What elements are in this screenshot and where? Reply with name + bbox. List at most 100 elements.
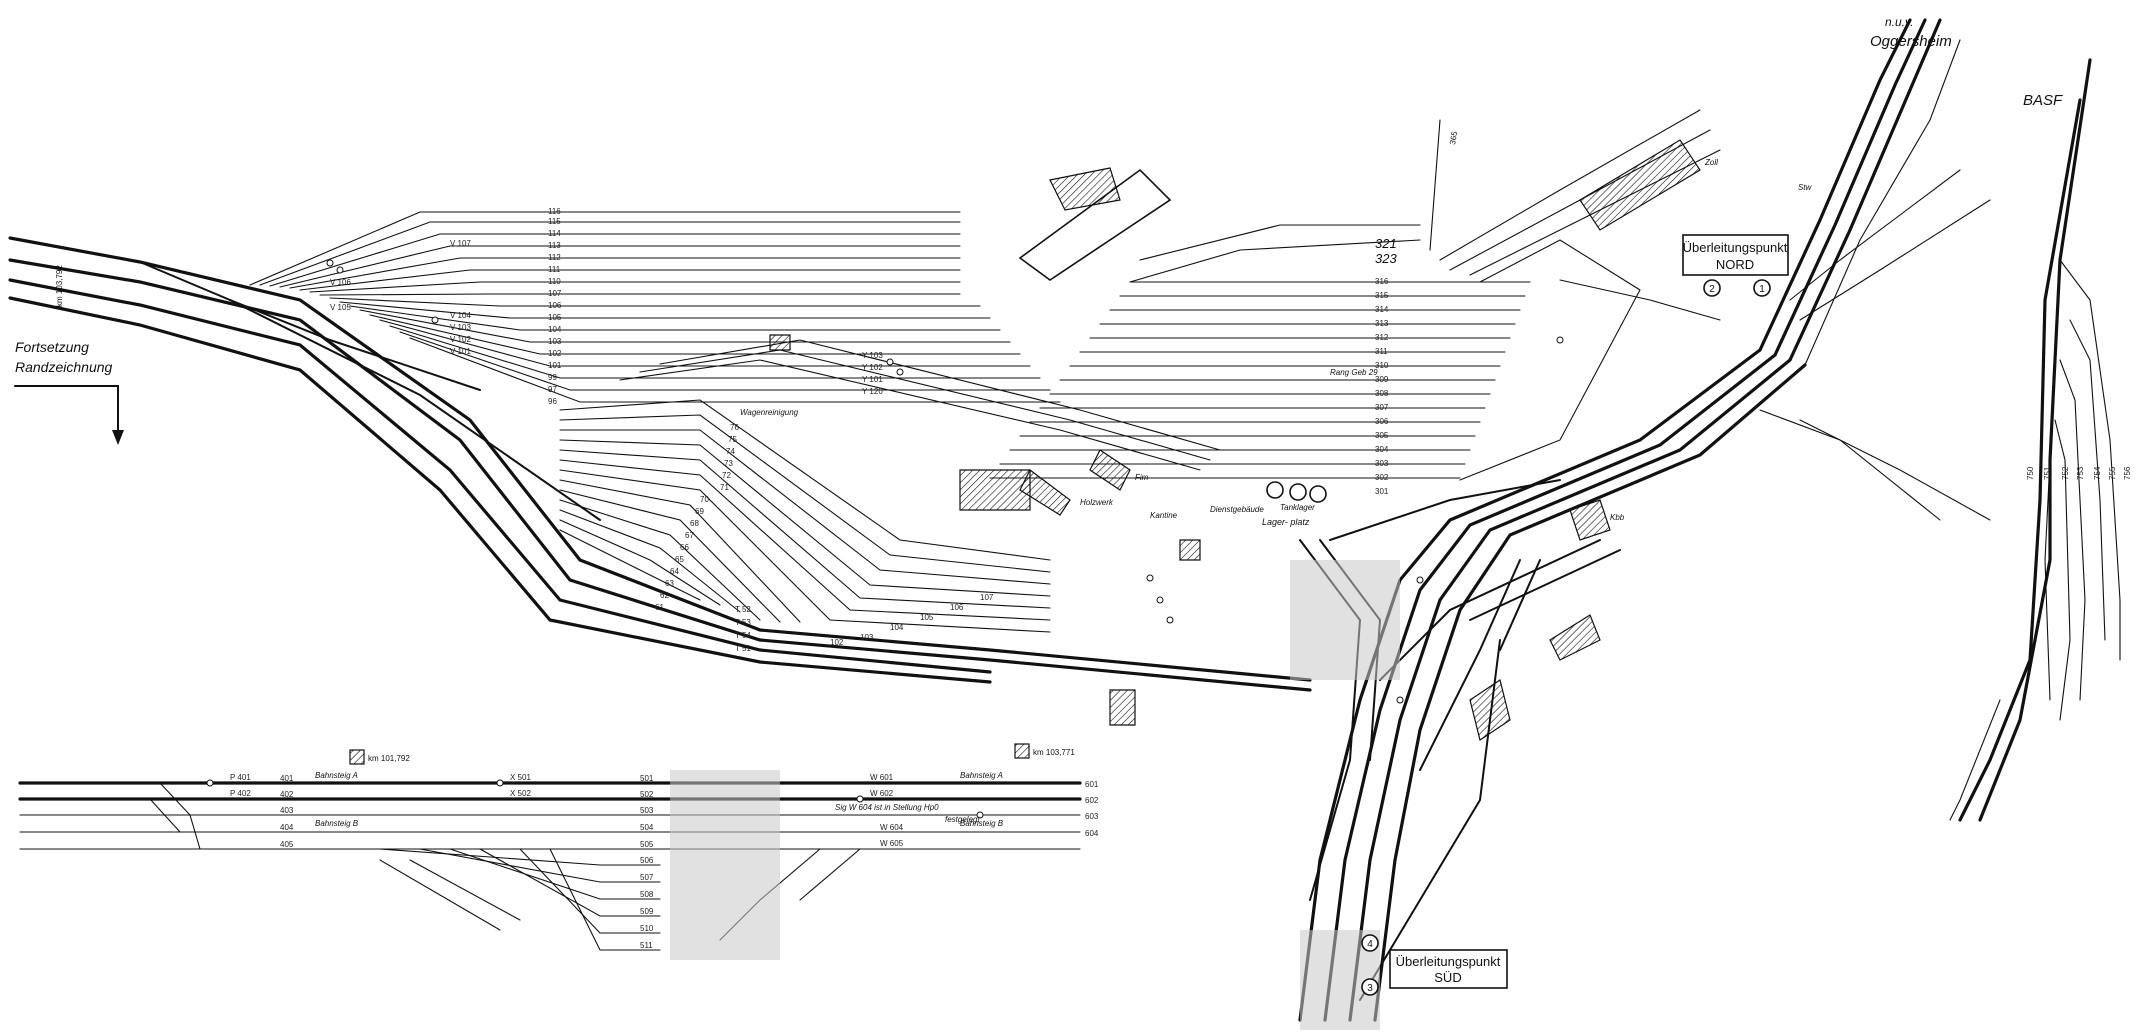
throat-shading <box>1290 560 1400 680</box>
bahnsteig-b-right: Bahnsteig B <box>960 819 1004 828</box>
tank-3 <box>1309 485 1327 503</box>
track-number: 507 <box>640 873 654 882</box>
track-number: 306 <box>1375 417 1389 426</box>
nord-line2: NORD <box>1716 257 1754 272</box>
track-number: 74 <box>726 447 735 456</box>
track-number: 756 <box>2123 466 2132 480</box>
track-number: 405 <box>280 840 294 849</box>
signal-marker <box>1166 616 1174 624</box>
track-number: 310 <box>1375 361 1389 370</box>
signal-marker <box>326 259 334 267</box>
signal-marker <box>886 358 894 366</box>
tanklager-label: Tanklager <box>1280 503 1315 512</box>
track-number: 313 <box>1375 319 1389 328</box>
left-main-lines <box>8 236 1312 692</box>
track-number: 111 <box>548 265 561 274</box>
track-number: 75 <box>728 435 737 444</box>
signal-marker <box>896 368 904 376</box>
sued-line2: SÜD <box>1434 970 1461 985</box>
main-line-label: 102 <box>830 638 844 647</box>
main-line-label: T 53 <box>735 618 751 627</box>
main-line-label: 105 <box>920 613 934 622</box>
track-number: 305 <box>1375 431 1389 440</box>
track-number: 754 <box>2093 466 2102 480</box>
festgelegt-label: festgelegt <box>945 815 980 824</box>
track-number: 304 <box>1375 445 1389 454</box>
bahnsteig-a-right: Bahnsteig A <box>960 771 1003 780</box>
track-number: 401 <box>280 774 294 783</box>
main-line-label: T 51 <box>735 644 751 653</box>
nord-line1: Überleitungspunkt <box>1683 240 1788 255</box>
track-number: 752 <box>2061 466 2070 480</box>
lager-platz-label: Lager- platz <box>1262 517 1310 527</box>
top-number-a: 321 <box>1375 236 1397 251</box>
signal-label: Y 101 <box>862 375 883 384</box>
kantine-label: Kantine <box>1150 511 1178 520</box>
building-fim <box>1089 449 1131 491</box>
track-number: 603 <box>1085 812 1099 821</box>
track-number: 505 <box>640 840 654 849</box>
track-number: 503 <box>640 806 654 815</box>
signal-marker <box>1156 596 1164 604</box>
right-yard-fan <box>989 224 1641 481</box>
signal-label: P 402 <box>230 789 251 798</box>
sued-circle-top-label: 4 <box>1367 939 1373 950</box>
signal-label: V 104 <box>450 311 471 320</box>
yard-track-numbers-center: 76 75 74 73 72 71 70 69 68 67 66 65 64 6… <box>655 423 739 612</box>
tank-circles <box>1266 481 1327 503</box>
track-number: 66 <box>680 543 689 552</box>
nord-circle-b <box>1753 279 1771 297</box>
track-number: 105 <box>548 313 562 322</box>
building-wagenreinigung <box>769 334 791 351</box>
track-number: 67 <box>685 531 694 540</box>
km-left-label: km 101,792 <box>368 754 410 763</box>
nord-circle-b-label: 1 <box>1759 284 1765 295</box>
yard-track-numbers-right: 316 315 314 313 312 311 310 309 308 307 … <box>1375 277 1389 496</box>
rang-gleis-label: Rang Geb 29 <box>1330 368 1378 377</box>
km-right-label: km 103,771 <box>1033 748 1075 757</box>
building-hatch-4 <box>959 469 1031 511</box>
track-number: 64 <box>670 567 679 576</box>
track-number: 72 <box>722 471 731 480</box>
track-number: 115 <box>548 217 561 226</box>
main-line-labels: T 52 T 53 T 54 T 51 102 103 104 105 106 … <box>735 593 994 653</box>
track-number: 116 <box>548 207 561 216</box>
tank-2 <box>1289 483 1307 501</box>
top-number-c: 365 <box>1448 130 1459 145</box>
overlap-shading <box>670 770 780 960</box>
main-line-label: T 52 <box>735 605 751 614</box>
station-track-numbers: 401 402 403 404 405 501 502 503 504 505 … <box>280 774 1099 950</box>
sued-circle-bottom-label: 3 <box>1367 983 1373 994</box>
fortsetzung-line2: Randzeichnung <box>15 359 113 375</box>
fortsetzung-line1: Fortsetzung <box>15 339 89 355</box>
track-number: 506 <box>640 856 654 865</box>
kbb-label: Kbb <box>1610 513 1625 522</box>
track-number: 61 <box>655 603 664 612</box>
tank-1 <box>1266 481 1284 499</box>
track-number: 73 <box>724 459 733 468</box>
signal-label: V 107 <box>450 239 471 248</box>
track-number: 107 <box>548 289 562 298</box>
km-marker-right-box <box>1014 743 1030 759</box>
signal-marker <box>336 266 344 274</box>
track-number: 96 <box>548 397 557 406</box>
basf-label: BASF <box>2023 92 2063 109</box>
track-number: 99 <box>548 373 557 382</box>
track-number: 311 <box>1375 347 1388 356</box>
track-number: 69 <box>695 507 704 516</box>
track-number: 753 <box>2076 466 2085 480</box>
track-number: 68 <box>690 519 699 528</box>
nuv-label: n.u.v. <box>1885 15 1913 29</box>
signal-label: P 401 <box>230 773 251 782</box>
building-6 <box>1019 469 1071 516</box>
track-number: 511 <box>640 941 653 950</box>
fim-label: Fim <box>1135 473 1149 482</box>
track-number: 502 <box>640 790 654 799</box>
yard-track-numbers-left: 116 115 114 113 112 111 110 107 106 105 … <box>548 207 562 406</box>
track-number: 314 <box>1375 305 1389 314</box>
building-hatch-5 <box>1109 689 1136 726</box>
signal-label: W 604 <box>880 823 904 832</box>
basf-track-labels: 750 751 752 753 754 755 756 <box>2026 466 2132 480</box>
track-number: 404 <box>280 823 294 832</box>
